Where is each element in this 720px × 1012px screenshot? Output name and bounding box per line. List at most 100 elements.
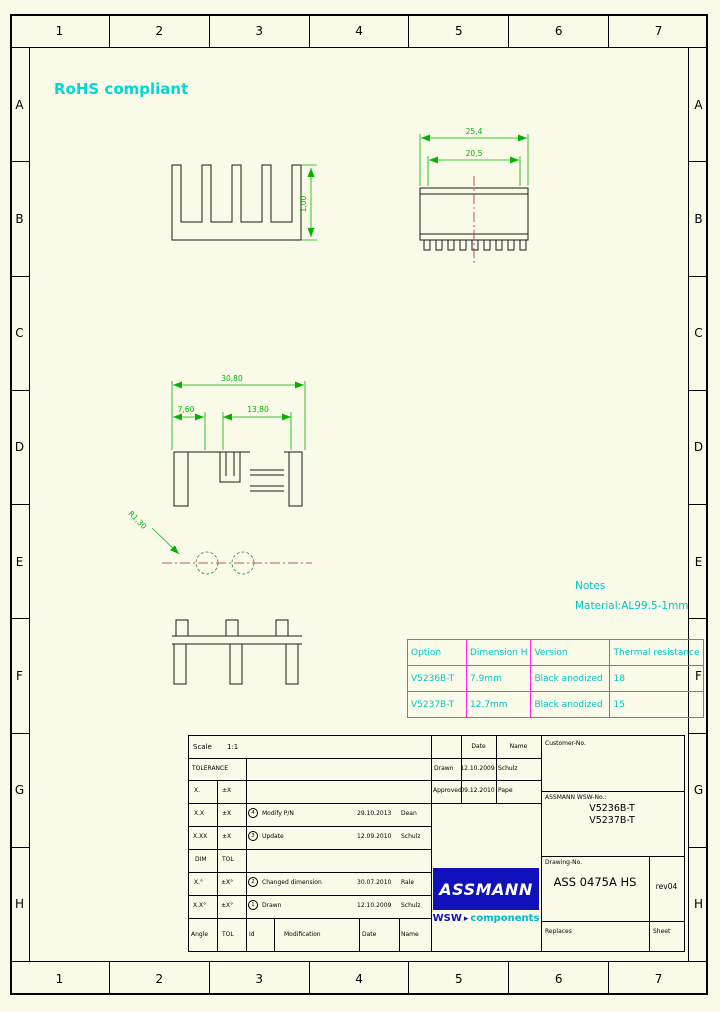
tb-angle-dim: X.°: [194, 879, 204, 886]
grid-col-label: 7: [654, 971, 663, 986]
tb-name-header: Name: [509, 743, 528, 750]
grid-col-label: 1: [10, 14, 110, 47]
tb-line: [189, 803, 541, 804]
tb-approved-label: Approved: [433, 787, 462, 794]
options-table: Option Dimension H Version Thermal resis…: [407, 639, 704, 718]
tb-drawn-name: Schulz: [498, 765, 518, 772]
tb-tolerance-label: TOLERANCE: [192, 765, 229, 772]
tb-line: [246, 758, 247, 951]
grid-labels-bottom: 1 2 3 4 5 6 7: [10, 961, 708, 995]
tb-dim-tol-label: TOL: [222, 856, 234, 863]
hidden-hole-circle: [195, 551, 219, 575]
tb-line: [649, 856, 650, 951]
tb-drawn-date: 12.10.2009: [460, 765, 495, 772]
bottom-top-tabs: [175, 619, 289, 636]
grid-row-label: E: [689, 505, 708, 620]
tb-angle-val: ±X°: [221, 879, 234, 886]
cell-version: Black anodized: [530, 665, 611, 692]
tb-history-date: 12.09.2010: [357, 833, 392, 840]
grid-row-label: A: [689, 48, 708, 163]
part-number-2: V5237B-T: [589, 815, 635, 826]
dim-text-radius: R1,30: [127, 509, 149, 531]
tb-line: [189, 849, 431, 850]
tb-name-label: Name: [401, 931, 419, 938]
grid-col-label: 1: [10, 962, 110, 995]
tb-line: [399, 918, 400, 951]
dim-text-left: 7,60: [178, 405, 195, 414]
tb-line: [541, 736, 542, 951]
tb-tol-dim: X.: [194, 787, 201, 794]
tb-tol-val: ±X: [222, 810, 232, 817]
grid-col-label: 2: [110, 962, 210, 995]
tb-drawn-label: Drawn: [434, 765, 454, 772]
col-header-thermal-resistance: Thermal resistance: [609, 639, 704, 666]
grid-row-label: G: [10, 734, 29, 848]
cell-thermal-resistance: 15: [609, 691, 704, 718]
tb-history-name: Rale: [401, 879, 415, 886]
title-block: Scale 1:1 TOLERANCE X. ±X X.X ±X X.XX ±X…: [188, 735, 685, 952]
tb-dim-label: DIM: [195, 856, 207, 863]
logo-wsw-text: WSW: [432, 913, 462, 924]
grid-col-label: 4: [310, 962, 410, 995]
tb-revision-number: 2: [248, 877, 258, 887]
cell-option: V5236B-T: [407, 665, 467, 692]
tb-angle-val: ±X°: [221, 902, 234, 909]
dim-text-mid: 13,80: [247, 405, 269, 414]
plan-right-wall: [288, 451, 303, 507]
grid-row-label: D: [10, 391, 29, 505]
grid-row-label: B: [10, 162, 29, 277]
tb-line: [541, 921, 684, 922]
tb-line: [359, 918, 360, 951]
extension-lines: [301, 164, 317, 241]
revision-label: rev04: [655, 882, 678, 891]
cell-dimension-h: 12.7mm: [465, 691, 532, 718]
tb-history-desc: Drawn: [262, 902, 282, 909]
grid-row-label: B: [689, 162, 708, 277]
dim-text-overall-width: 25,4: [466, 127, 483, 136]
grid-row-label: F: [10, 619, 29, 734]
tb-line: [189, 918, 431, 919]
tb-revision-number: 1: [248, 900, 258, 910]
col-header-dimension-h: Dimension H: [465, 639, 532, 666]
grid-col-label: 6: [509, 962, 610, 995]
cell-version: Black anodized: [530, 691, 611, 718]
dim-text-inner-width: 20,5: [466, 149, 483, 158]
bottom-fins: [173, 644, 299, 685]
front-view: 1,00: [171, 164, 317, 241]
grid-row-label: C: [689, 277, 708, 391]
tb-history-date: 29.10.2013: [357, 810, 392, 817]
options-row: V5237B-T 12.7mm Black anodized 15: [407, 691, 704, 718]
tb-line: [431, 736, 432, 951]
tb-scale-value: 1:1: [227, 743, 239, 751]
options-header-row: Option Dimension H Version Thermal resis…: [407, 639, 704, 666]
tb-sheet-label: Sheet: [653, 928, 671, 935]
grid-col-label: 5: [409, 14, 510, 47]
tb-line: [541, 791, 684, 792]
extension-lines: [419, 134, 529, 186]
grid-col-label: 4: [310, 14, 410, 47]
assmann-logo: ASSMANN: [433, 868, 539, 910]
grid-row-label: D: [689, 391, 708, 505]
tb-tol-val: ±X: [222, 787, 232, 794]
tb-customer-no-label: Customer-No.: [545, 740, 586, 747]
grid-row-label: C: [10, 277, 29, 391]
grid-col-label: 2: [110, 14, 210, 47]
cell-option: V5237B-T: [407, 691, 467, 718]
plan-left-wall: [173, 451, 189, 507]
cell-dimension-h: 7.9mm: [465, 665, 532, 692]
options-row: V5236B-T 7.9mm Black anodized 18: [407, 665, 704, 692]
logo-components-text: components: [470, 913, 540, 924]
tb-history-date: 12.10.2009: [357, 902, 392, 909]
tb-tol-dim: X.X: [194, 810, 205, 817]
tb-tol-dim: X.XX: [193, 833, 208, 840]
grid-labels-left: A B C D E F G H: [10, 48, 30, 961]
tb-history-name: Schulz: [401, 833, 421, 840]
tb-line: [189, 826, 431, 827]
plan-equal-marks: [250, 469, 284, 492]
tb-history-desc: Changed dimension: [262, 879, 322, 886]
hidden-hole-circle: [231, 551, 255, 575]
tb-line: [189, 895, 431, 896]
grid-col-label: 3: [210, 14, 310, 47]
col-header-option: Option: [407, 639, 467, 666]
